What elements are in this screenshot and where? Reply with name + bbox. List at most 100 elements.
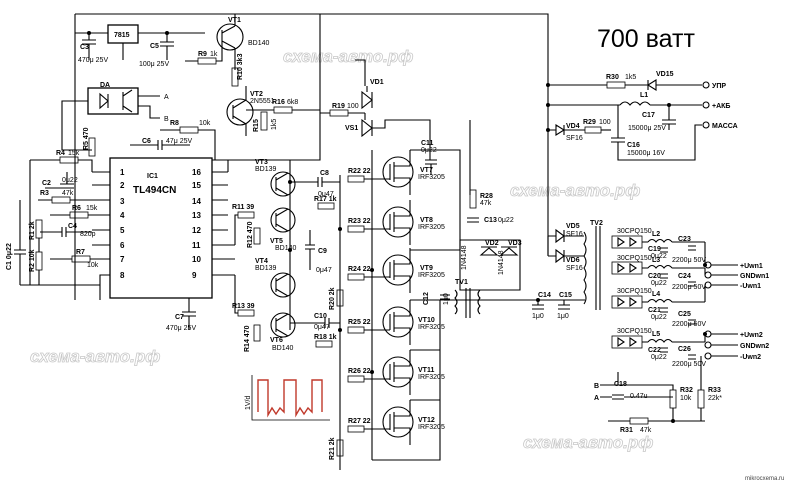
- left-ground-wire: [20, 160, 100, 286]
- resistor-r8: R8 10k: [160, 120, 216, 160]
- svg-text:7815: 7815: [114, 32, 130, 39]
- led-vd1: VD1: [361, 79, 384, 110]
- resistor-r6: R6 15k: [50, 205, 98, 219]
- optocoupler-da: DA A B: [61, 82, 169, 151]
- svg-text:VT7: VT7: [420, 167, 433, 174]
- svg-text:IRF3205: IRF3205: [418, 272, 445, 279]
- svg-text:BD139: BD139: [255, 166, 277, 173]
- feedback-label-a: A: [594, 395, 599, 402]
- svg-text:IRF3205: IRF3205: [418, 174, 445, 181]
- mosfet-vt7: VT7 IRF3205: [364, 150, 445, 195]
- svg-text:VD6: VD6: [566, 257, 580, 264]
- resistor-r17: R17 1k: [314, 196, 337, 210]
- svg-text:6k8: 6k8: [287, 99, 298, 106]
- resistor-r10: R10 3k3: [231, 53, 244, 87]
- svg-text:R17 1k: R17 1k: [314, 196, 337, 203]
- inductor-l4: L4: [642, 291, 705, 303]
- svg-text:-Uwn2: -Uwn2: [740, 354, 761, 361]
- rectifier-block-4: 30CPQ150: [611, 328, 652, 349]
- svg-text:R22 22: R22 22: [348, 168, 371, 175]
- svg-text:13: 13: [192, 211, 201, 220]
- transistor-vt5: VT5 BD140: [270, 207, 297, 252]
- svg-text:C20: C20: [648, 273, 661, 280]
- inductor-l3: L3: [642, 257, 705, 269]
- svg-text:30CPQ150: 30CPQ150: [617, 288, 652, 295]
- svg-text:SF16: SF16: [566, 135, 583, 142]
- transformer-tv1: TV1: [454, 279, 481, 318]
- svg-text:R24 22: R24 22: [348, 266, 371, 273]
- capacitor-c7: C7 470μ 25V: [166, 298, 196, 332]
- svg-text:R2 10k: R2 10k: [29, 249, 36, 272]
- vd-bridge-wires: [459, 239, 521, 291]
- svg-text:2N5551: 2N5551: [250, 98, 275, 105]
- svg-text:VT8: VT8: [420, 217, 433, 224]
- svg-text:TV2: TV2: [590, 220, 603, 227]
- capacitor-c4: C4 820p: [40, 223, 96, 238]
- svg-text:R5 470: R5 470: [83, 127, 90, 150]
- watermark-4: схема-авто.рф: [523, 433, 653, 452]
- svg-text:1μ0: 1μ0: [557, 313, 569, 320]
- transistor-vt1: VT1 BD140: [216, 14, 270, 70]
- svg-text:VT11: VT11: [418, 367, 434, 374]
- inductor-l5: L5: [642, 331, 705, 343]
- svg-text:15: 15: [192, 181, 201, 190]
- svg-text:1k5: 1k5: [625, 74, 636, 81]
- svg-text:2200μ 50V: 2200μ 50V: [672, 284, 706, 291]
- svg-text:100: 100: [599, 119, 611, 126]
- svg-text:VT6: VT6: [270, 337, 283, 344]
- resistor-r14: R14 470: [244, 324, 261, 352]
- diode-vd4: VD4 SF16: [548, 123, 585, 142]
- svg-text:VD2: VD2: [485, 240, 499, 247]
- connector-gndwn1: GNDwn1: [704, 271, 769, 280]
- svg-text:C5: C5: [150, 43, 159, 50]
- svg-text:10k: 10k: [87, 262, 99, 269]
- transistor-vt3: VT3 BD139: [255, 159, 296, 197]
- resistor-r1: R1 2k: [29, 219, 43, 240]
- diode-vd2: VD2 1N4148: [461, 240, 499, 270]
- svg-text:C22: C22: [648, 347, 661, 354]
- capacitor-c12: C12 1μ0: [423, 292, 450, 305]
- watermark-2: схема-авто.рф: [510, 181, 640, 200]
- connector-uwn1-neg: -Uwn1: [704, 281, 761, 290]
- diode-vd3: VD3 1N4148: [498, 240, 522, 275]
- mosfet-vt10: VT10 IRF3205: [364, 300, 445, 345]
- svg-text:100: 100: [347, 103, 359, 110]
- connector-uwn1-pos: +Uwn1: [704, 261, 763, 270]
- svg-text:1k5: 1k5: [271, 119, 278, 130]
- svg-text:1k: 1k: [210, 51, 218, 58]
- connector-uwn2-neg: -Uwn2: [704, 352, 761, 361]
- svg-text:R19: R19: [332, 103, 345, 110]
- svg-text:R32: R32: [680, 387, 693, 394]
- regulator-7815: 7815: [107, 24, 139, 44]
- connector-upr: УПР: [702, 81, 726, 90]
- rectifier-block-2: 30CPQ150: [611, 255, 652, 275]
- watermark-1: схема-авто.рф: [283, 47, 413, 66]
- inductor-l2: L2: [642, 231, 705, 243]
- svg-text:GNDwn2: GNDwn2: [740, 343, 769, 350]
- svg-text:C6: C6: [142, 138, 151, 145]
- svg-text:R23 22: R23 22: [348, 218, 371, 225]
- resistor-r3: R3 47k: [38, 190, 92, 204]
- svg-text:1V/d: 1V/d: [245, 395, 252, 410]
- capacitor-c5: C5 100μ 25V: [139, 33, 174, 68]
- svg-text:VD3: VD3: [508, 240, 522, 247]
- svg-text:TV1: TV1: [455, 279, 468, 286]
- capacitor-c3: C3 470μ 25V: [78, 33, 108, 64]
- svg-text:R4: R4: [56, 150, 65, 157]
- svg-text:R11 39: R11 39: [232, 204, 254, 211]
- svg-text:15000μ 16V: 15000μ 16V: [627, 150, 665, 157]
- svg-text:R10 3k3: R10 3k3: [237, 53, 244, 80]
- svg-text:C1 0μ22: C1 0μ22: [6, 243, 13, 270]
- capacitor-c17: C17 15000μ 25V: [628, 105, 676, 132]
- driver-rail-wire: [227, 159, 291, 330]
- resistor-r29: R29 100: [583, 119, 611, 134]
- svg-text:C17: C17: [642, 112, 655, 119]
- resistor-r16: R16 6k8: [246, 99, 320, 114]
- svg-text:C9: C9: [318, 248, 327, 255]
- resistor-r19: R19 100: [320, 103, 365, 117]
- svg-text:22k*: 22k*: [708, 395, 722, 402]
- mosfet-vt9: VT9 IRF3205: [364, 248, 445, 293]
- capacitor-c11: C11 0μ22: [421, 140, 437, 175]
- resistor-r18: R18 1k: [314, 334, 337, 348]
